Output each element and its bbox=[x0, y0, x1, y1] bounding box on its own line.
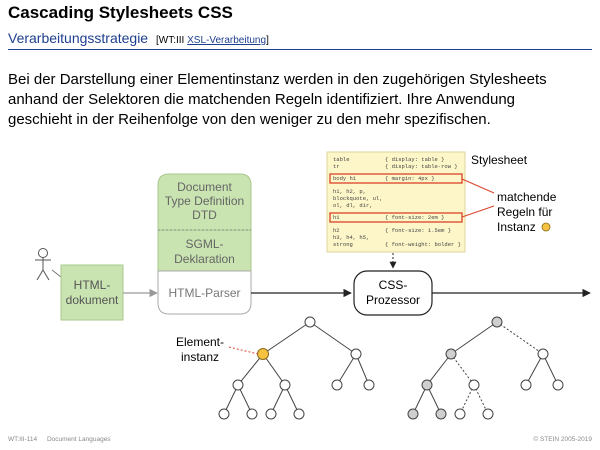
tree-node bbox=[265, 408, 277, 420]
css-line: Prozessor bbox=[366, 293, 420, 307]
dom-tree-right bbox=[407, 316, 564, 420]
tree-node bbox=[246, 408, 258, 420]
footer-code: WT:III-114 bbox=[8, 436, 38, 443]
tree-node bbox=[350, 348, 362, 360]
tree-node bbox=[218, 408, 230, 420]
slide-subtitle: Verarbeitungsstrategie [WT:III XSL-Verar… bbox=[8, 30, 269, 46]
footer-copyright: © STEIN 2005-2019 bbox=[533, 436, 592, 443]
person-link bbox=[51, 269, 62, 278]
slide-title: Cascading Stylesheets CSS bbox=[8, 3, 233, 22]
html-document-box[interactable]: HTML- dokument bbox=[60, 264, 124, 321]
ref-suffix: ] bbox=[266, 35, 269, 46]
tree-node bbox=[468, 379, 480, 391]
stylesheet-row: h2 bbox=[333, 227, 340, 234]
stylesheet-row: table bbox=[333, 156, 350, 163]
cross-reference: [WT:III XSL-Verarbeitung] bbox=[156, 35, 269, 46]
stylesheet-row: strong bbox=[333, 241, 353, 248]
tree-node bbox=[445, 348, 457, 360]
stylesheet-decl: { font-size: 2em } bbox=[385, 214, 444, 221]
stylesheet-row: h1, h2, p, bbox=[333, 188, 366, 195]
stylesheet-row: h1 bbox=[333, 214, 340, 221]
dtd-line: DTD bbox=[192, 208, 217, 222]
matched-rule-highlight bbox=[329, 173, 463, 184]
matching-line: matchende bbox=[497, 190, 557, 204]
title-divider bbox=[8, 49, 592, 50]
dtd-line: Document bbox=[177, 180, 232, 194]
footer-left: WT:III-114 Document Languages bbox=[8, 436, 111, 443]
css-processor-box[interactable]: CSS- Prozessor bbox=[353, 270, 433, 316]
stylesheet-row: blockquote, ul, bbox=[333, 195, 383, 202]
tree-node bbox=[363, 379, 375, 391]
css-line: CSS- bbox=[379, 278, 408, 292]
stylesheet-row: tr bbox=[333, 163, 340, 170]
parser-label: HTML-Parser bbox=[168, 286, 240, 300]
match-connector bbox=[461, 178, 495, 194]
html-doc-line: HTML- bbox=[74, 278, 111, 292]
stylesheet-decl: { font-weight: bolder } bbox=[385, 241, 461, 248]
tree-node bbox=[552, 379, 564, 391]
dom-tree-left bbox=[218, 316, 375, 420]
dtd-line: Type Definition bbox=[165, 194, 244, 208]
html-doc-line: dokument bbox=[66, 293, 119, 307]
element-instance-pointer bbox=[228, 346, 259, 355]
tree-node bbox=[435, 408, 447, 420]
matching-line: Instanz bbox=[497, 220, 536, 234]
person-icon bbox=[35, 248, 51, 281]
element-instance-node[interactable] bbox=[257, 348, 269, 360]
sgml-line: Deklaration bbox=[174, 252, 235, 266]
stylesheet-decl: { display: table } bbox=[385, 156, 444, 163]
tree-node bbox=[520, 379, 532, 391]
paragraph-line: Bei der Darstellung einer Elementinstanz… bbox=[8, 71, 547, 88]
tree-node bbox=[454, 408, 466, 420]
tree-node bbox=[304, 316, 316, 328]
matched-rule-highlight bbox=[329, 212, 463, 223]
stylesheet-decl: { margin: 4px } bbox=[385, 175, 435, 182]
stylesheet-panel: table { display: table } tr { display: t… bbox=[326, 151, 466, 253]
tree-node bbox=[279, 379, 291, 391]
subtitle-text: Verarbeitungsstrategie bbox=[8, 30, 149, 46]
stylesheet-row: body h1 bbox=[333, 175, 357, 182]
tree-node bbox=[407, 408, 419, 420]
matching-line: Regeln für bbox=[497, 205, 552, 219]
tree-node bbox=[232, 379, 244, 391]
stylesheet-row: h3, h4, h5, bbox=[333, 234, 369, 241]
paragraph-line: anhand der Selektoren die matchenden Reg… bbox=[8, 91, 516, 108]
stylesheet-label: Stylesheet bbox=[471, 153, 528, 167]
sgml-line: SGML- bbox=[185, 237, 223, 251]
element-label-line: Element- bbox=[176, 335, 224, 349]
tree-node bbox=[331, 379, 343, 391]
intro-paragraph: Bei der Darstellung einer Elementinstanz… bbox=[8, 70, 593, 130]
tree-node bbox=[421, 379, 433, 391]
tree-node bbox=[537, 348, 549, 360]
parser-stack bbox=[157, 173, 252, 315]
match-connector bbox=[461, 205, 495, 218]
ref-link[interactable]: XSL-Verarbeitung bbox=[187, 35, 267, 46]
stylesheet-decl: { font-size: 1.5em } bbox=[385, 227, 451, 234]
footer-title: Document Languages bbox=[46, 436, 111, 443]
element-label-line: instanz bbox=[181, 350, 219, 364]
tree-node bbox=[482, 408, 494, 420]
stylesheet-decl: { display: table-row } bbox=[385, 163, 458, 170]
tree-node bbox=[491, 316, 503, 328]
paragraph-line: geschieht in der Reihenfolge von den wen… bbox=[8, 111, 491, 128]
stylesheet-row: ol, dl, dir, bbox=[333, 202, 373, 209]
tree-node bbox=[293, 408, 305, 420]
instance-marker-dot bbox=[541, 222, 551, 232]
ref-prefix: [WT:III bbox=[155, 35, 185, 46]
